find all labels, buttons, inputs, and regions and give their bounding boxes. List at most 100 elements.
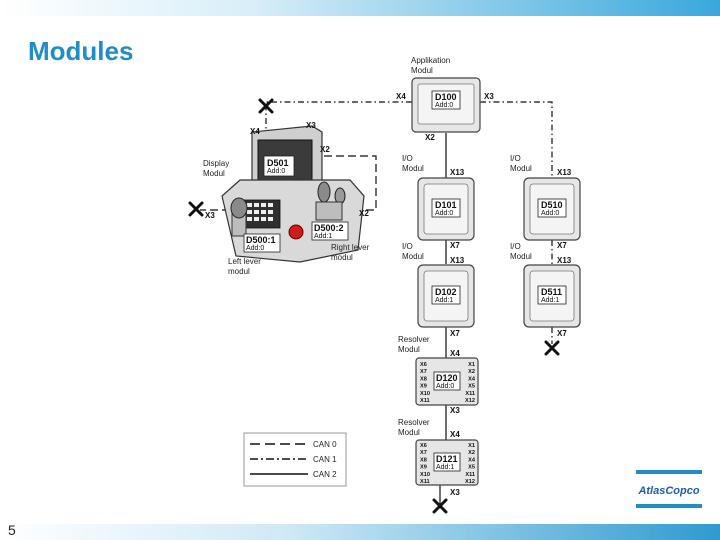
d500-1-address: Add:0	[246, 245, 264, 252]
d120-left-port-label: X8	[420, 376, 427, 382]
d102-address: Add:1	[435, 297, 453, 304]
applikation-module: Applikation Modul D100 Add:0 X4 X3 X2	[396, 56, 494, 142]
d102-caption-2: Modul	[402, 252, 424, 261]
d511-caption-1: I/O	[510, 242, 521, 251]
d102-caption-1: I/O	[402, 242, 413, 251]
page-title: Modules	[28, 36, 134, 66]
d121-left-port-label: X10	[420, 472, 430, 478]
right-lever-caption-2: modul	[331, 253, 353, 262]
d102-port-x13: X13	[450, 256, 465, 265]
can1-line-d100-x3	[480, 101, 553, 178]
d120-right-port-label: X2	[468, 369, 475, 375]
bottom-banner	[0, 524, 720, 540]
applikation-caption-1: Applikation	[411, 56, 450, 65]
legend-can1-label: CAN 1	[313, 455, 337, 464]
d121-right-port-label: X11	[465, 472, 475, 478]
io-module-d102: I/O Modul X13 D102 Add:1 X7	[402, 242, 475, 338]
d121-right-port-label: X12	[465, 479, 475, 485]
left-joystick	[230, 197, 248, 219]
d511-address: Add:1	[541, 297, 559, 304]
display-caption-1: Display	[203, 159, 229, 168]
d101-caption-2: Modul	[402, 164, 424, 173]
d120-right-port-label: X5	[468, 384, 475, 390]
d100-id: D100	[435, 92, 457, 102]
d121-left-port-label: X7	[420, 450, 427, 456]
left-lever-port-x3: X3	[205, 211, 215, 220]
d120-right-port-label: X1	[468, 362, 475, 368]
d121-caption-1: Resolver	[398, 418, 430, 427]
d100-address: Add:0	[435, 102, 453, 109]
legend-can0-label: CAN 0	[313, 440, 337, 449]
d510-port-x13: X13	[557, 168, 572, 177]
page-number: 5	[8, 522, 16, 538]
d120-port-x4: X4	[450, 349, 460, 358]
d120-left-port-label: X9	[420, 384, 427, 390]
atlas-copco-wordmark: AtlasCopco	[637, 485, 699, 497]
can0-line-display-lever	[324, 155, 377, 211]
termination-x-mark	[188, 201, 204, 217]
d121-caption-2: Modul	[398, 428, 420, 437]
d511-id: D511	[541, 287, 562, 297]
d121-id: D121	[436, 454, 458, 464]
d101-caption-1: I/O	[402, 154, 413, 163]
d500-2-address: Add:1	[314, 233, 332, 240]
right-joystick	[317, 181, 331, 203]
display-port-x4: X4	[250, 127, 260, 136]
d500-1-id: D500:1	[246, 235, 276, 245]
d121-right-port-label: X5	[468, 465, 475, 471]
d101-port-x7: X7	[450, 241, 460, 250]
d121-right-port-label: X2	[468, 450, 475, 456]
d120-port-x3: X3	[450, 406, 460, 415]
d102-port-x7: X7	[450, 329, 460, 338]
d121-port-x4: X4	[450, 430, 460, 439]
d120-left-port-label: X11	[420, 398, 430, 404]
io-module-d511: I/O Modul X13 D511 Add:1 X7	[510, 242, 581, 338]
termination-x-mark	[432, 498, 448, 514]
display-port-x2: X2	[320, 145, 330, 154]
display-caption-2: Modul	[203, 169, 225, 178]
d511-port-x7: X7	[557, 329, 567, 338]
d102-id: D102	[435, 287, 457, 297]
termination-x-mark	[544, 340, 560, 356]
d100-port-x2: X2	[425, 133, 435, 142]
d511-port-x13: X13	[557, 256, 572, 265]
io-module-d510: I/O Modul X13 D510 Add:0 X7	[510, 154, 581, 250]
d101-id: D101	[435, 200, 457, 210]
d120-right-port-label: X4	[468, 376, 476, 382]
legend-can2-label: CAN 2	[313, 470, 337, 479]
d120-address: Add:0	[436, 383, 454, 390]
d121-port-x3: X3	[450, 488, 460, 497]
d121-right-port-label: X1	[468, 443, 475, 449]
right-lever-port-x2: X2	[359, 209, 369, 218]
d120-left-port-label: X10	[420, 391, 430, 397]
d100-port-x3: X3	[484, 92, 494, 101]
left-lever-caption-2: modul	[228, 267, 250, 276]
control-panel-illustration: D501 Add:0 D500:1 Add:0 D500:2 Add:1	[221, 125, 365, 263]
d121-left-port-label: X9	[420, 465, 427, 471]
d500-2-id: D500:2	[314, 223, 344, 233]
d120-right-port-label: X11	[465, 391, 475, 397]
right-lever-caption-1: Right lever	[331, 243, 370, 252]
d510-address: Add:0	[541, 210, 559, 217]
top-banner	[0, 0, 720, 16]
d511-caption-2: Modul	[510, 252, 532, 261]
d121-left-port-label: X8	[420, 457, 427, 463]
d120-caption-1: Resolver	[398, 335, 430, 344]
d121-address: Add:1	[436, 464, 454, 471]
applikation-caption-2: Modul	[411, 66, 433, 75]
d510-caption-2: Modul	[510, 164, 532, 173]
can1-line-d100-x4	[265, 101, 412, 118]
left-lever-caption-1: Left lever	[228, 257, 261, 266]
d121-left-port-label: X11	[420, 479, 430, 485]
d501-address: Add:0	[267, 168, 285, 175]
d120-left-port-label: X6	[420, 362, 427, 368]
display-port-x3: X3	[306, 121, 316, 130]
d101-port-x13: X13	[450, 168, 465, 177]
d100-port-x4: X4	[396, 92, 406, 101]
io-module-d101: I/O Modul X13 D101 Add:0 X7	[402, 154, 475, 250]
d120-right-port-label: X12	[465, 398, 475, 404]
d510-caption-1: I/O	[510, 154, 521, 163]
